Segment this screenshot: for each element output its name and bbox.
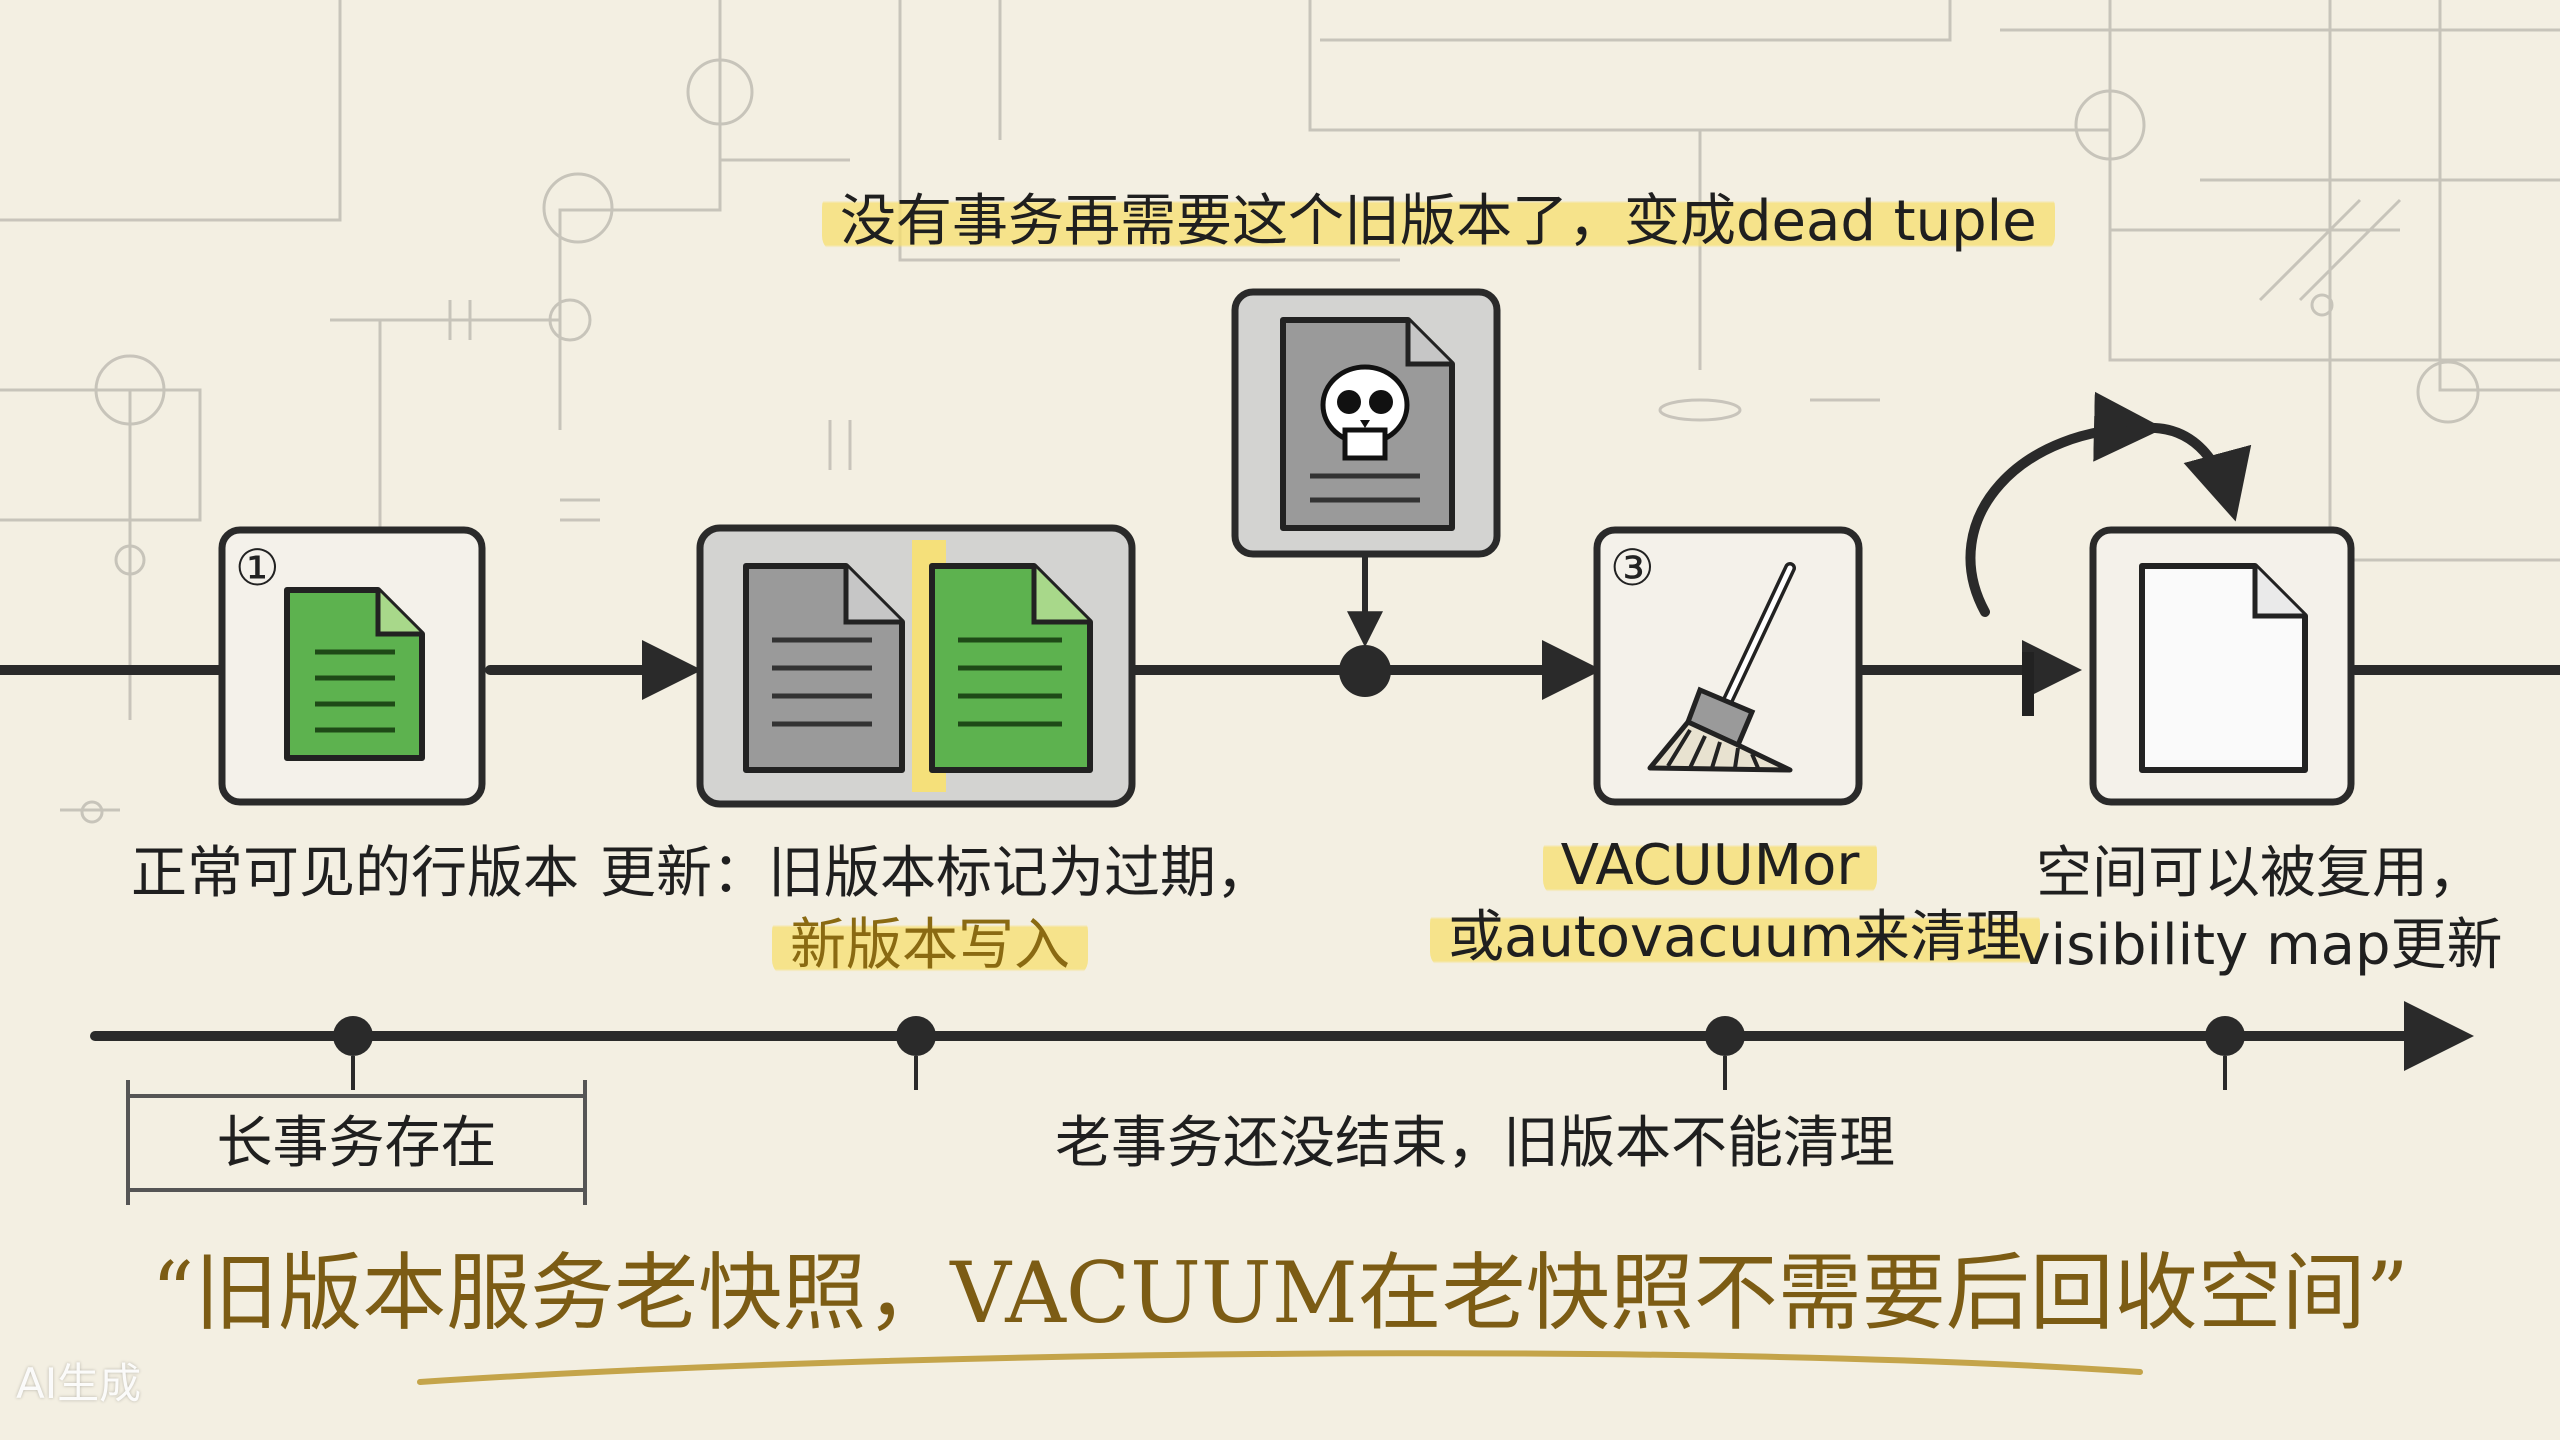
ai-watermark: AI生成 (16, 1359, 142, 1408)
quote-underline (417, 1350, 2143, 1385)
label-vacuum-line2-wrap: 或autovacuum来清理 (1430, 902, 2040, 974)
label-reuse-line2: visibility map更新 (2017, 913, 2503, 978)
step-badge-3: ③ (1610, 539, 1655, 597)
label-vacuum-line2: 或autovacuum来清理 (1430, 905, 2040, 970)
step-box-visible (218, 526, 486, 806)
old-transaction-label: 老事务还没结束，旧版本不能清理 (1055, 1111, 1895, 1176)
broom-icon (1647, 562, 1796, 773)
timeline-node (1705, 1016, 1745, 1056)
old-version-document-icon (743, 563, 905, 773)
cycle-arrow-icon (1965, 391, 2252, 617)
skull-document-icon (1280, 317, 1455, 531)
new-version-document-icon (929, 563, 1093, 773)
long-transaction-label: 长事务存在 (216, 1111, 497, 1176)
timeline (90, 1001, 2474, 1205)
label-visible: 正常可见的行版本 (131, 841, 579, 906)
label-reuse-line1: 空间可以被复用， (2036, 841, 2484, 906)
top-note: 没有事务再需要这个旧版本了，变成dead tuple (822, 186, 2055, 258)
label-update-line2: 新版本写入 (772, 913, 1088, 978)
dead-tuple-box (1231, 288, 1501, 558)
document-icon (284, 587, 425, 761)
junction-node (1339, 645, 1391, 697)
timeline-node (896, 1016, 936, 1056)
blank-document-icon (2139, 563, 2308, 773)
step-box-reuse (2022, 526, 2355, 806)
label-vacuum-line1: VACUUMor (1542, 833, 1878, 898)
timeline-node (2205, 1016, 2245, 1056)
top-note-text: 没有事务再需要这个旧版本了，变成dead tuple (822, 189, 2055, 254)
label-update-line1: 更新：旧版本标记为过期， (600, 841, 1272, 906)
label-update-line2-wrap: 新版本写入 (600, 910, 1260, 982)
summary-quote: “旧版本服务老快照，VACUUM在老快照不需要后回收空间” (151, 1244, 2409, 1342)
step-box-update (696, 524, 1136, 808)
label-vacuum-line1-wrap: VACUUMor (1430, 830, 1990, 902)
timeline-node (333, 1016, 373, 1056)
step-badge-1: ① (235, 539, 280, 597)
step-box-vacuum (1593, 526, 1863, 806)
